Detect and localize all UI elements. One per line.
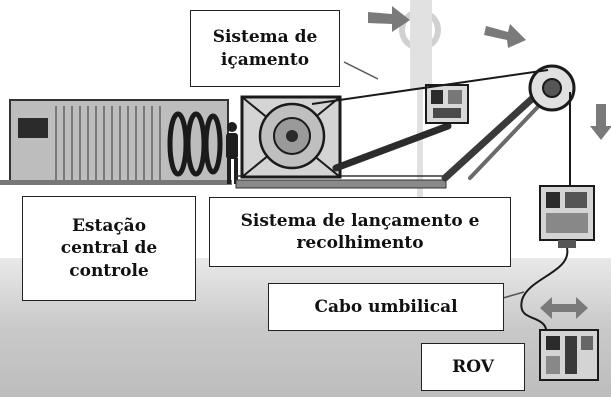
sheave bbox=[528, 64, 576, 112]
operator-figure bbox=[226, 122, 238, 184]
label-control-station: Estação central de controle bbox=[22, 196, 196, 301]
winch-drum bbox=[240, 95, 342, 179]
label-rov: ROV bbox=[421, 343, 525, 391]
label-hoist-system: Sistema de içamento bbox=[190, 10, 340, 87]
main-cable bbox=[311, 69, 549, 105]
background-crane bbox=[399, 0, 441, 210]
arrow-right-top-icon bbox=[368, 6, 410, 32]
label-launch-recovery-line-2: recolhimento bbox=[296, 233, 424, 253]
arrow-horizontal-icon bbox=[540, 297, 588, 319]
umbilical-leader-line bbox=[502, 291, 525, 299]
label-launch-recovery-line-1: Sistema de lançamento e bbox=[240, 210, 480, 231]
rov-vehicle bbox=[539, 329, 599, 381]
label-control-station-line-1: Estação bbox=[71, 216, 147, 237]
tether-management-system bbox=[539, 185, 595, 248]
label-control-station-line-3: controle bbox=[69, 260, 149, 281]
hoist-leader-line bbox=[343, 61, 379, 80]
label-umbilical: Cabo umbilical bbox=[268, 283, 504, 331]
label-launch-recovery: Sistema de lançamento e recolhimento bbox=[209, 197, 511, 267]
label-hoist-system-line-1: Sistema de bbox=[212, 27, 318, 48]
arrow-down-icon bbox=[590, 104, 611, 140]
motion-arrows bbox=[368, 6, 611, 319]
frame-control-box bbox=[425, 84, 469, 124]
arrow-right-mid-icon bbox=[484, 24, 526, 48]
control-container bbox=[0, 99, 232, 185]
label-control-station-line-2: central de bbox=[60, 238, 158, 259]
umbilical-cable bbox=[520, 247, 569, 341]
label-hoist-system-line-2: içamento bbox=[220, 49, 310, 70]
